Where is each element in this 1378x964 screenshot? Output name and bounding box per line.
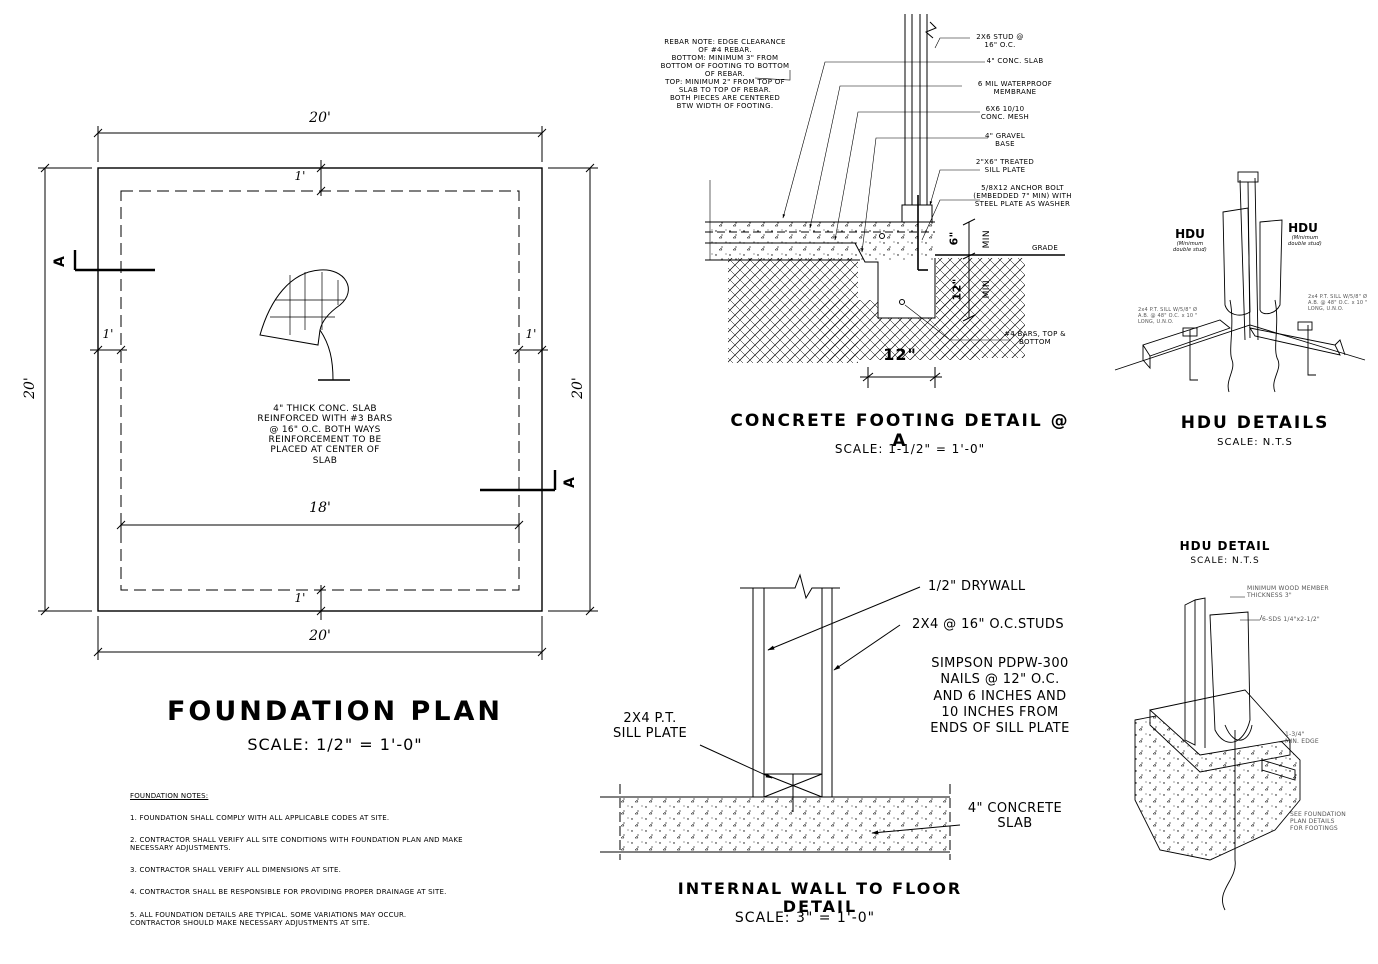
dim-offset-left: 1' <box>102 327 114 341</box>
foundation-notes: FOUNDATION NOTES: 1. FOUNDATION SHALL CO… <box>130 784 530 941</box>
hdu-sill-right: 2x4 P.T. SILL W/5/8" Ø A.B. @ 48" O.C. x… <box>1308 294 1368 312</box>
wall-sill-label: 2X4 P.T. SILL PLATE <box>612 711 688 741</box>
rebar-note: REBAR NOTE: EDGE CLEARANCE OF #4 REBAR. … <box>660 38 790 111</box>
dim-inner: 18' <box>309 500 331 516</box>
wall-nails-label: SIMPSON PDPW-300 NAILS @ 12" O.C. AND 6 … <box>930 656 1070 736</box>
hdu-details-scale: SCALE: N.T.S <box>1217 437 1293 448</box>
note-item: 4. CONTRACTOR SHALL BE RESPONSIBLE FOR P… <box>130 888 447 897</box>
label-stud: 2X6 STUD @ 16" O.C. <box>976 33 1024 50</box>
hdu-detail-scale: SCALE: N.T.S <box>1190 556 1260 566</box>
notes-heading: FOUNDATION NOTES: <box>130 792 209 801</box>
label-slab: 4" CONC. SLAB <box>986 57 1044 65</box>
hdu-right-label: HDU <box>1288 221 1318 235</box>
label-grade: GRADE <box>1031 244 1059 252</box>
wall-detail-scale: SCALE: 3" = 1'-0" <box>734 910 876 926</box>
hdu-screws: 6-SDS 1/4"x2-1/2" <box>1262 616 1320 623</box>
dim-min-1: MIN <box>981 230 992 249</box>
note-item: 3. CONTRACTOR SHALL VERIFY ALL DIMENSION… <box>130 866 342 875</box>
wall-detail-title: INTERNAL WALL TO FLOOR DETAIL <box>677 879 963 917</box>
hdu-see-foundation: SEE FOUNDATION PLAN DETAILS FOR FOOTINGS <box>1290 811 1346 832</box>
section-mark-left: A <box>51 255 68 267</box>
label-sill: 2"X6" TREATED SILL PLATE <box>975 158 1035 175</box>
foundation-plan-scale: SCALE: 1/2" = 1'-0" <box>247 735 423 754</box>
dim-offset-bottom: 1' <box>294 591 306 605</box>
hdu-detail-drawing <box>1134 596 1301 911</box>
hdu-left-label: HDU <box>1175 227 1205 241</box>
dim-12in-vertical: 12" <box>950 278 964 301</box>
note-item: 1. FOUNDATION SHALL COMPLY WITH ALL APPL… <box>130 814 390 823</box>
hdu-min-wood: MINIMUM WOOD MEMBER THICKNESS 3" <box>1247 585 1329 599</box>
hdu-details-drawing <box>1114 171 1366 393</box>
hdu-detail-title: HDU DETAIL <box>1179 539 1271 553</box>
hdu-details-title: HDU DETAILS <box>1180 413 1330 433</box>
label-bolt: 5/8X12 ANCHOR BOLT (EMBEDDED 7" MIN) WIT… <box>973 184 1072 209</box>
footing-detail-scale: SCALE: 1-1/2" = 1'-0" <box>834 442 986 456</box>
hdu-right-sub: (Minimum double stud) <box>1288 235 1322 247</box>
label-membrane: 6 MIL WATERPROOF MEMBRANE <box>977 80 1053 97</box>
wall-drywall-label: 1/2" DRYWALL <box>928 579 1026 594</box>
label-mesh: 6X6 10/10 CONC. MESH <box>980 105 1030 122</box>
dim-left: 20' <box>21 377 38 399</box>
dim-right: 20' <box>569 377 586 399</box>
wall-studs-label: 2X4 @ 16" O.C.STUDS <box>912 617 1064 632</box>
dim-6in: 6" <box>947 231 961 246</box>
section-mark-right: A <box>561 476 578 488</box>
dim-top: 20' <box>309 110 331 126</box>
dim-offset-top: 1' <box>294 169 306 183</box>
footing-detail-drawing <box>705 14 1065 388</box>
hdu-edge: 1-3/4" MIN. EDGE <box>1285 731 1319 745</box>
dim-min-2: MIN <box>981 280 992 299</box>
hdu-sill-left: 2x4 P.T. SILL W/5/8" Ø A.B. @ 48" O.C. x… <box>1138 307 1198 325</box>
hdu-left-sub: (Minimum double stud) <box>1173 241 1207 253</box>
dim-12in-horizontal: 12" <box>883 345 917 364</box>
label-bars: #4 BARS, TOP & BOTTOM <box>1004 330 1066 347</box>
wall-detail-drawing <box>600 573 961 860</box>
dim-offset-right: 1' <box>525 327 537 341</box>
dim-bottom: 20' <box>309 628 331 644</box>
foundation-plan-drawing <box>38 126 598 660</box>
wall-slab-label: 4" CONCRETE SLAB <box>967 801 1063 831</box>
note-item: 2. CONTRACTOR SHALL VERIFY ALL SITE COND… <box>130 836 463 853</box>
foundation-plan-title: FOUNDATION PLAN <box>166 696 504 727</box>
footing-detail-title: CONCRETE FOOTING DETAIL @ A <box>730 411 1070 451</box>
label-gravel: 4" GRAVEL BASE <box>984 132 1026 149</box>
slab-note: 4" THICK CONC. SLAB REINFORCED WITH #3 B… <box>257 404 393 466</box>
note-item: 5. ALL FOUNDATION DETAILS ARE TYPICAL. S… <box>130 910 407 927</box>
